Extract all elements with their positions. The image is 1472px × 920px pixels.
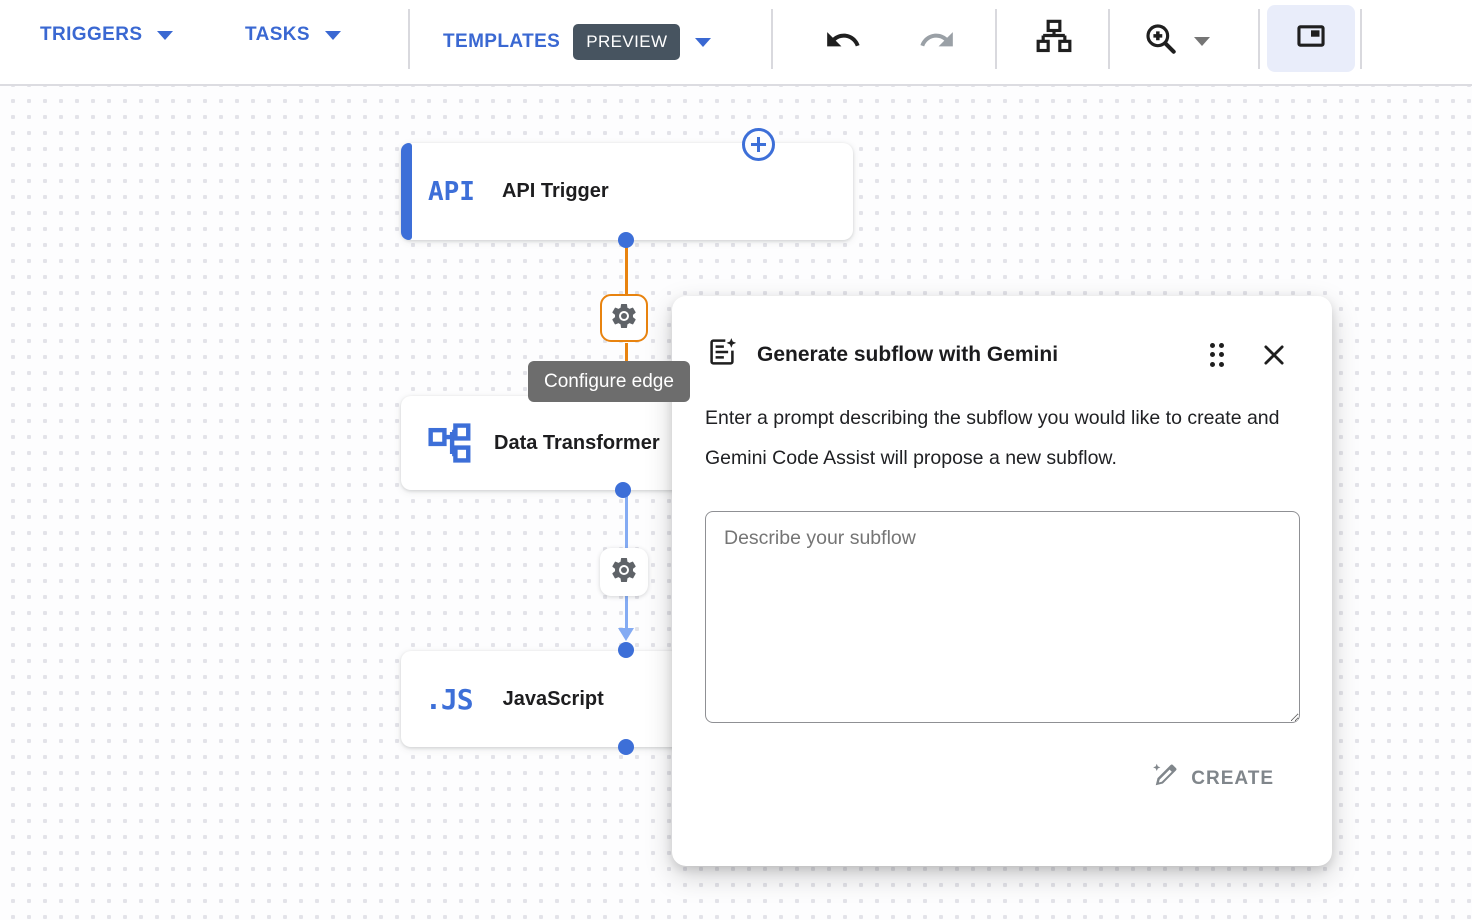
chevron-down-icon xyxy=(324,30,341,40)
magic-pen-icon xyxy=(1150,761,1180,796)
auto-layout-icon xyxy=(1034,18,1074,63)
node-label: JavaScript xyxy=(502,687,604,710)
chevron-down-icon xyxy=(157,30,174,40)
subflow-prompt-input[interactable] xyxy=(705,511,1300,723)
node-label: Data Transformer xyxy=(494,431,660,454)
toggle-panel-icon xyxy=(1294,19,1328,58)
toolbar-divider xyxy=(1108,9,1110,69)
configure-edge-tooltip: Configure edge xyxy=(528,361,690,402)
auto-layout-button[interactable] xyxy=(1034,18,1074,63)
close-icon xyxy=(1264,344,1284,365)
edge-arrow-icon xyxy=(618,628,634,641)
redo-icon xyxy=(918,21,956,64)
workflow-canvas[interactable]: API API Trigger Configure edge xyxy=(0,86,1472,920)
gear-icon xyxy=(609,301,639,336)
toolbar-divider xyxy=(1360,9,1362,69)
zoom-in-icon xyxy=(1142,20,1180,63)
redo-button[interactable] xyxy=(918,21,956,64)
dialog-footer: CREATE xyxy=(672,723,1332,796)
configure-edge-button[interactable] xyxy=(600,548,648,596)
toolbar: TRIGGERS TASKS TEMPLATES PREVIEW xyxy=(0,0,1472,86)
dialog-description: Enter a prompt describing the subflow yo… xyxy=(705,407,1280,469)
gear-icon xyxy=(609,555,639,590)
tasks-menu[interactable]: TASKS xyxy=(245,24,341,46)
api-trigger-icon: API xyxy=(428,176,475,207)
templates-menu[interactable]: TEMPLATES PREVIEW xyxy=(443,24,712,60)
node-label: API Trigger xyxy=(501,180,609,202)
generate-subflow-dialog: Generate subflow with Gemini Enter a pro… xyxy=(672,296,1332,866)
port-dot[interactable] xyxy=(618,642,634,658)
trigger-accent-bar xyxy=(401,143,412,240)
undo-button[interactable] xyxy=(824,21,862,64)
close-dialog-button[interactable] xyxy=(1260,341,1288,369)
add-node-button[interactable] xyxy=(742,128,775,161)
toolbar-divider xyxy=(771,9,773,69)
gemini-generate-icon xyxy=(706,336,738,373)
chevron-down-icon xyxy=(1194,37,1210,46)
toolbar-divider xyxy=(1258,9,1260,69)
toolbar-divider xyxy=(995,9,997,69)
toggle-side-panel-button[interactable] xyxy=(1267,5,1355,72)
triggers-label: TRIGGERS xyxy=(40,24,143,45)
undo-icon xyxy=(824,21,862,64)
templates-label: TEMPLATES xyxy=(443,31,561,52)
preview-badge: PREVIEW xyxy=(573,24,681,60)
port-dot[interactable] xyxy=(618,232,634,248)
edge-api-to-data xyxy=(625,240,628,297)
triggers-menu[interactable]: TRIGGERS xyxy=(40,24,174,46)
port-dot[interactable] xyxy=(615,482,631,498)
tasks-label: TASKS xyxy=(245,24,310,45)
dialog-title: Generate subflow with Gemini xyxy=(757,342,1059,366)
node-api-trigger[interactable]: API API Trigger xyxy=(401,143,853,240)
drag-handle-icon[interactable] xyxy=(1209,342,1224,367)
zoom-control[interactable] xyxy=(1142,20,1210,63)
data-transformer-icon xyxy=(427,421,471,465)
configure-edge-button[interactable] xyxy=(600,294,648,342)
create-button[interactable]: CREATE xyxy=(1150,761,1274,796)
javascript-icon: .JS xyxy=(425,682,474,716)
chevron-down-icon xyxy=(695,37,712,47)
toolbar-divider xyxy=(408,9,410,69)
create-button-label: CREATE xyxy=(1191,767,1274,789)
dialog-header: Generate subflow with Gemini xyxy=(672,296,1332,373)
port-dot[interactable] xyxy=(618,739,634,755)
